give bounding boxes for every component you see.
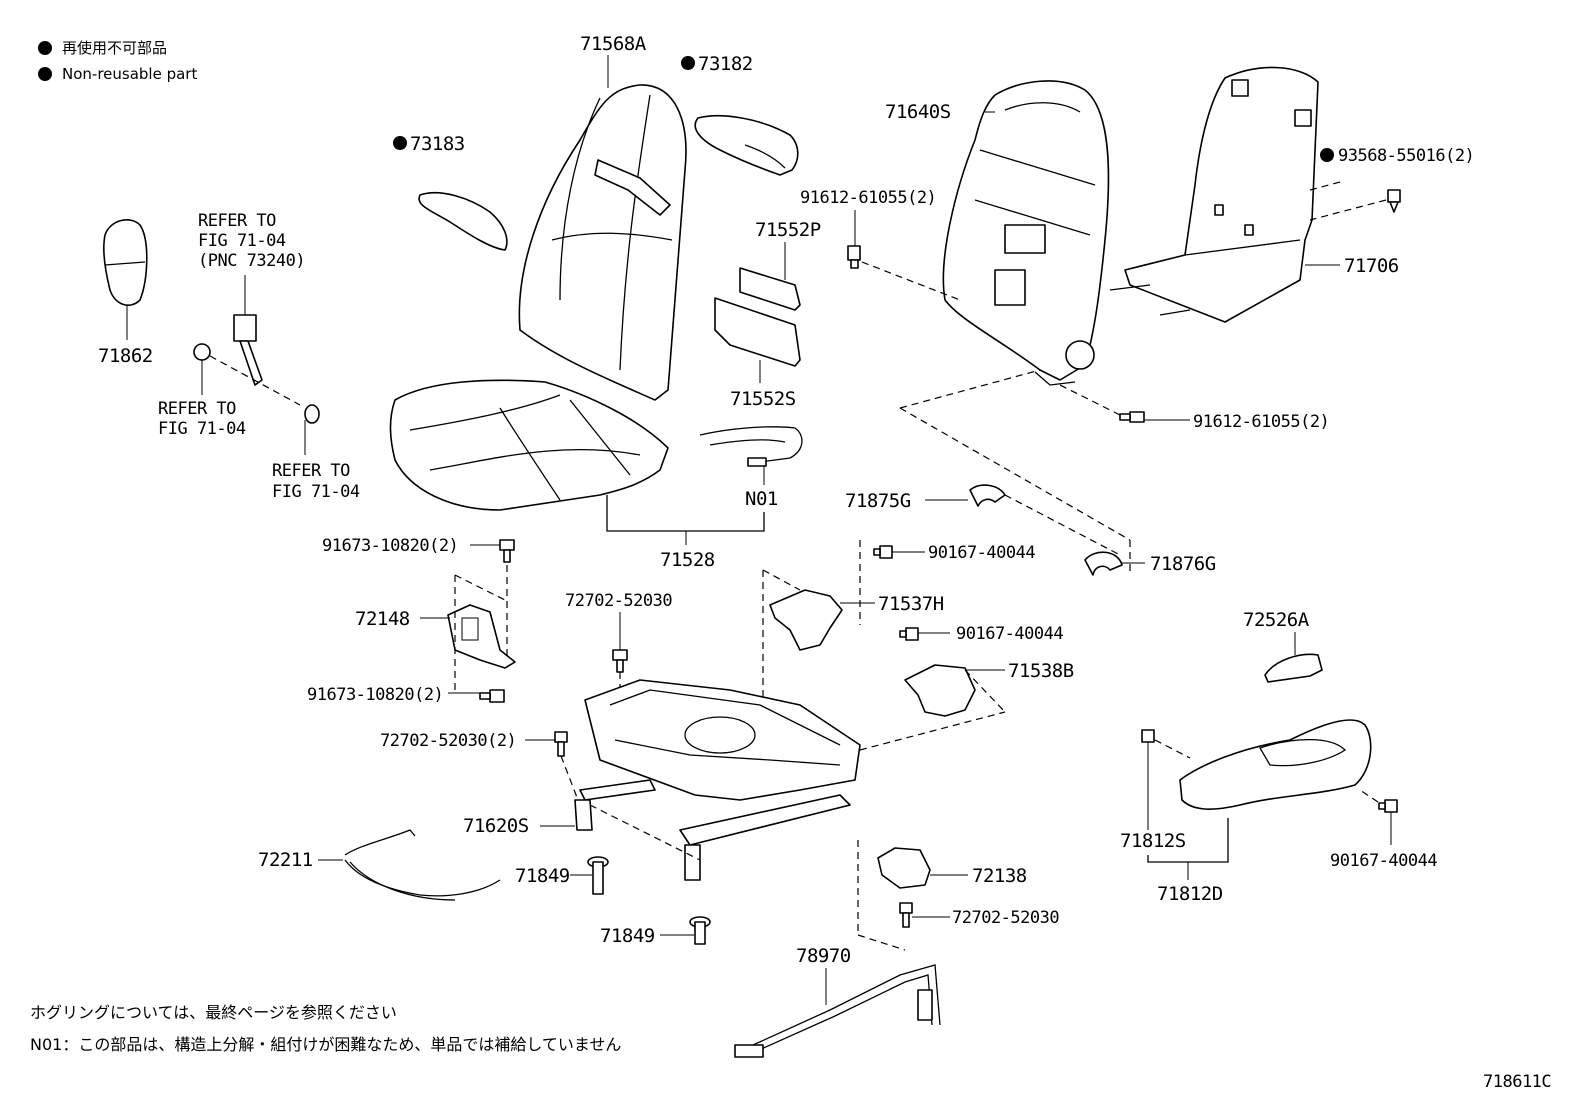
non-reusable-marker-icon bbox=[681, 56, 695, 70]
part-label-71812D: 71812D bbox=[1157, 883, 1223, 905]
non-reusable-marker-icon bbox=[1320, 148, 1334, 162]
part-label-91612-upper: 91612-61055(2) bbox=[800, 188, 936, 208]
side-shield-part bbox=[1179, 719, 1372, 810]
part-label-72702-side: 72702-52030(2) bbox=[380, 731, 516, 751]
cover-72138-part bbox=[877, 847, 931, 889]
pad-73182-part bbox=[694, 115, 799, 176]
part-label-90167-middle: 90167-40044 bbox=[956, 624, 1063, 644]
pad-73183-part bbox=[418, 191, 508, 251]
seatbelt-buckle-part bbox=[233, 314, 263, 386]
bolt-72702-side-icon bbox=[554, 731, 568, 757]
part-label-91673-lower: 91673-10820(2) bbox=[307, 685, 443, 705]
bolt-90167-upper-icon bbox=[873, 545, 893, 559]
part-label-71568A: 71568A bbox=[580, 33, 647, 55]
clip-71812S-icon bbox=[1141, 729, 1155, 743]
cover-71862-part bbox=[103, 219, 148, 306]
bolt-91673-upper-icon bbox=[499, 539, 515, 563]
part-label-71849-lower: 71849 bbox=[600, 925, 655, 947]
bolt-72702-top-icon bbox=[612, 649, 628, 673]
part-label-71875G: 71875G bbox=[845, 490, 911, 512]
part-label-71537H: 71537H bbox=[878, 593, 944, 615]
part-label-73182: 73182 bbox=[698, 53, 753, 75]
part-label-72702-top: 72702-52030 bbox=[565, 591, 672, 611]
figure-id: 718611C bbox=[1483, 1072, 1551, 1092]
part-label-71849-upper: 71849 bbox=[515, 865, 570, 887]
bracket-71538B-part bbox=[904, 664, 976, 717]
seat-cushion-part bbox=[389, 379, 669, 511]
back-board-part bbox=[1109, 66, 1319, 323]
legend-en: Non-reusable part bbox=[62, 65, 197, 83]
part-label-71552P: 71552P bbox=[755, 219, 821, 241]
knob-72526A-part bbox=[1264, 653, 1323, 683]
part-label-72702-lower: 72702-52030 bbox=[952, 908, 1059, 928]
part-label-93568: 93568-55016(2) bbox=[1338, 146, 1474, 166]
pin-71849-lower-icon bbox=[689, 916, 711, 945]
part-label-73183: 73183 bbox=[410, 133, 465, 155]
part-label-71552S: 71552S bbox=[730, 388, 796, 410]
part-label-71706: 71706 bbox=[1344, 255, 1399, 277]
bolt-72702-lower-icon bbox=[899, 902, 913, 928]
wire-78970-part bbox=[734, 964, 941, 1058]
part-label-71528: 71528 bbox=[660, 549, 715, 571]
part-label-90167-lower: 90167-40044 bbox=[1330, 851, 1437, 871]
cover-71876G-part bbox=[1084, 551, 1123, 576]
part-label-71620S: 71620S bbox=[463, 815, 529, 837]
legend-jp: 再使用不可部品 bbox=[62, 39, 167, 57]
refer-to-text-1: REFER TO bbox=[198, 211, 276, 231]
part-label-78970: 78970 bbox=[796, 945, 851, 967]
washer-refer-icon bbox=[304, 404, 320, 424]
part-label-71862: 71862 bbox=[98, 345, 153, 367]
refer-to-text-2: REFER TO bbox=[158, 399, 236, 419]
refer-to-text-3: REFER TO bbox=[272, 461, 350, 481]
bracket-72148-part bbox=[447, 604, 516, 669]
seat-frame-part bbox=[574, 679, 861, 881]
bolt-90167-middle-icon bbox=[899, 627, 919, 641]
part-label-N01: N01 bbox=[745, 488, 778, 510]
part-label-72526A: 72526A bbox=[1243, 609, 1310, 631]
refer-to-text-1b: FIG 71-04 bbox=[198, 231, 286, 251]
refer-to-text-1c: (PNC 73240) bbox=[198, 251, 305, 271]
pin-71849-upper-icon bbox=[587, 856, 609, 895]
refer-to-text-3b: FIG 71-04 bbox=[272, 482, 360, 502]
pad-71552P-part bbox=[739, 267, 801, 311]
part-label-71876G: 71876G bbox=[1150, 553, 1216, 575]
nut-refer-icon bbox=[193, 343, 211, 361]
part-label-71812S: 71812S bbox=[1120, 830, 1186, 852]
pad-71552S-part bbox=[714, 297, 801, 367]
part-label-71538B: 71538B bbox=[1008, 660, 1074, 682]
clip-93568-icon bbox=[1387, 189, 1401, 213]
part-label-90167-upper: 90167-40044 bbox=[928, 543, 1035, 563]
part-label-72211: 72211 bbox=[258, 849, 313, 871]
bolt-91673-lower-icon bbox=[479, 689, 505, 703]
part-label-71640S: 71640S bbox=[885, 101, 951, 123]
non-reusable-marker-icon bbox=[38, 41, 52, 55]
seatback-frame-part bbox=[942, 80, 1110, 386]
bracket-71537H-part bbox=[769, 589, 843, 651]
seatback-cover-part bbox=[518, 84, 687, 401]
part-label-91612-lower: 91612-61055(2) bbox=[1193, 412, 1329, 432]
part-label-91673-upper: 91673-10820(2) bbox=[322, 536, 458, 556]
heater-wire-N01-part bbox=[699, 426, 803, 467]
refer-to-text-2b: FIG 71-04 bbox=[158, 419, 246, 439]
hog-ring-note: ホグリングについては、最終ページを参照ください bbox=[30, 1003, 397, 1022]
bolt-90167-lower-icon bbox=[1378, 799, 1398, 813]
bolt-91612-lower-icon bbox=[1119, 411, 1145, 423]
non-reusable-marker-icon bbox=[393, 136, 407, 150]
wire-72211-part bbox=[344, 829, 501, 901]
non-reusable-marker-icon bbox=[38, 67, 52, 81]
part-label-72148: 72148 bbox=[355, 608, 410, 630]
bolt-91612-upper-icon bbox=[847, 245, 861, 269]
part-label-72138: 72138 bbox=[972, 865, 1027, 887]
cover-71875G-part bbox=[969, 484, 1006, 507]
n01-note: N01：この部品は、構造上分解・組付けが困難なため、単品では補給していません bbox=[30, 1035, 621, 1054]
